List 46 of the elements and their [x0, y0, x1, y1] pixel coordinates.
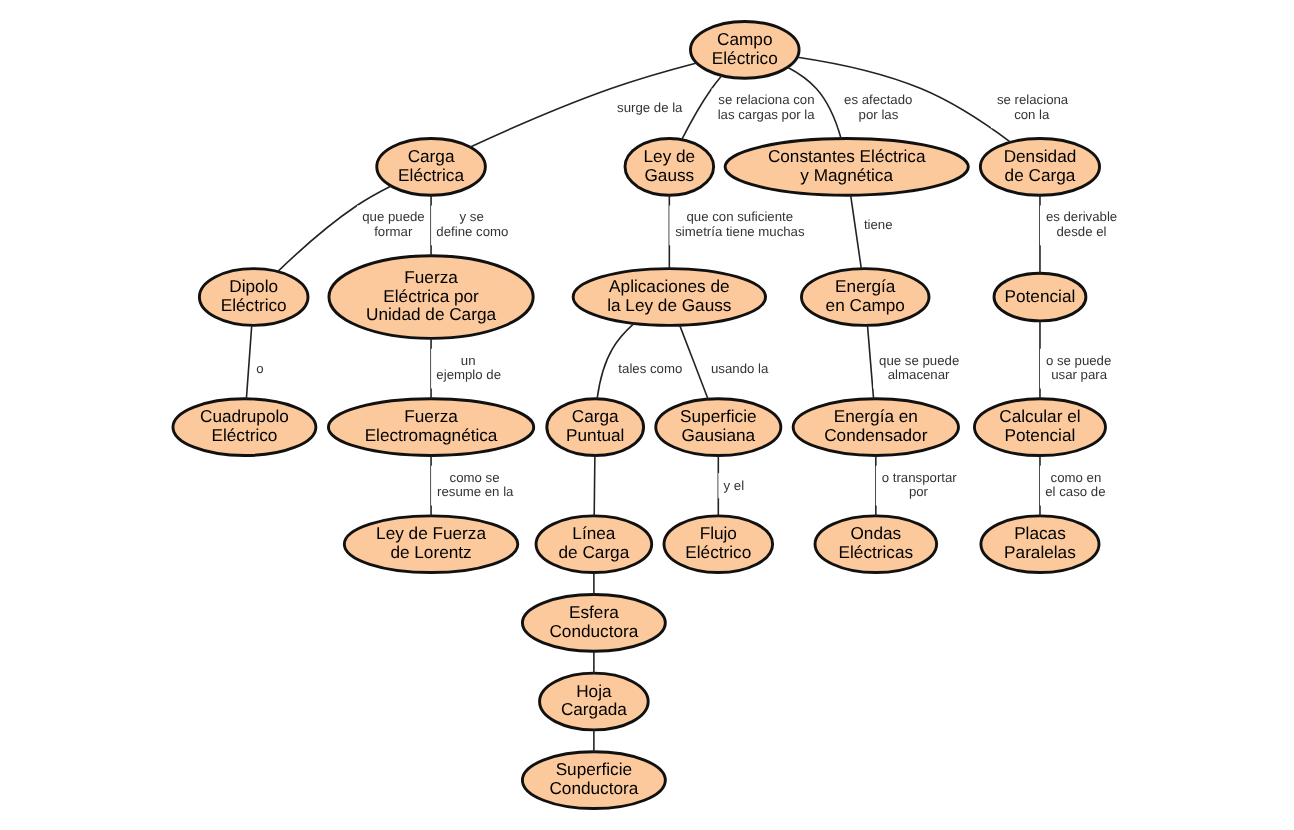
node-ellipse: Dipolo Eléctrico: [197, 267, 310, 327]
node-ellipse: Esfera Conductora: [520, 593, 667, 653]
node-ellipse: Constantes Eléctrica y Magnética: [723, 137, 970, 197]
node-ellipse: Ondas Eléctricas: [813, 514, 939, 575]
node-ellipse: Fuerza Eléctrica por Unidad de Carga: [327, 254, 535, 340]
connector: [469, 62, 698, 148]
connector: [430, 337, 432, 400]
connector: [430, 194, 432, 257]
node-ellipse: Placas Paralelas: [979, 514, 1101, 575]
connector: [849, 194, 863, 270]
connector: [245, 324, 253, 400]
connector: [796, 56, 1012, 144]
node-ellipse: Aplicaciones de la Ley de Gauss: [571, 267, 767, 327]
node-ellipse: Densidad de Carga: [978, 137, 1101, 197]
connector: [1039, 454, 1041, 517]
node-ellipse: Carga Eléctrica: [375, 137, 487, 197]
node-ellipse: Campo Eléctrico: [689, 20, 801, 80]
node-ellipse: Energía en Condensador: [791, 397, 960, 457]
node-ellipse: Calcular el Potencial: [973, 397, 1107, 457]
connector: [593, 729, 595, 753]
connector: [717, 454, 720, 517]
node-ellipse: Línea de Carga: [534, 514, 654, 575]
node-ellipse: Hoja Cargada: [538, 671, 650, 732]
connector: [430, 454, 432, 517]
connector: [866, 324, 875, 400]
connector: [875, 454, 877, 517]
connector: [593, 454, 596, 517]
node-ellipse: Energía en Campo: [800, 267, 931, 327]
connector: [593, 571, 595, 596]
node-ellipse: Flujo Eléctrico: [662, 514, 775, 575]
connector: [678, 324, 709, 401]
node-ellipse: Potencial: [992, 271, 1088, 323]
connector: [1039, 320, 1041, 400]
node-ellipse: Ley de Fuerza de Lorentz: [342, 514, 520, 575]
connector: [276, 185, 392, 273]
node-ellipse: Cuadrupolo Eléctrico: [171, 397, 318, 457]
node-ellipse: Superficie Conductora: [520, 750, 667, 810]
node-ellipse: Ley de Gauss: [623, 137, 716, 197]
node-ellipse: Superficie Gausiana: [654, 397, 783, 457]
connector: [1039, 194, 1041, 274]
connector: [596, 322, 635, 400]
connector: [593, 650, 595, 675]
node-ellipse: Fuerza Electromagnética: [326, 397, 536, 457]
connector: [680, 74, 723, 141]
connector: [786, 66, 842, 140]
node-ellipse: Carga Puntual: [545, 397, 646, 457]
